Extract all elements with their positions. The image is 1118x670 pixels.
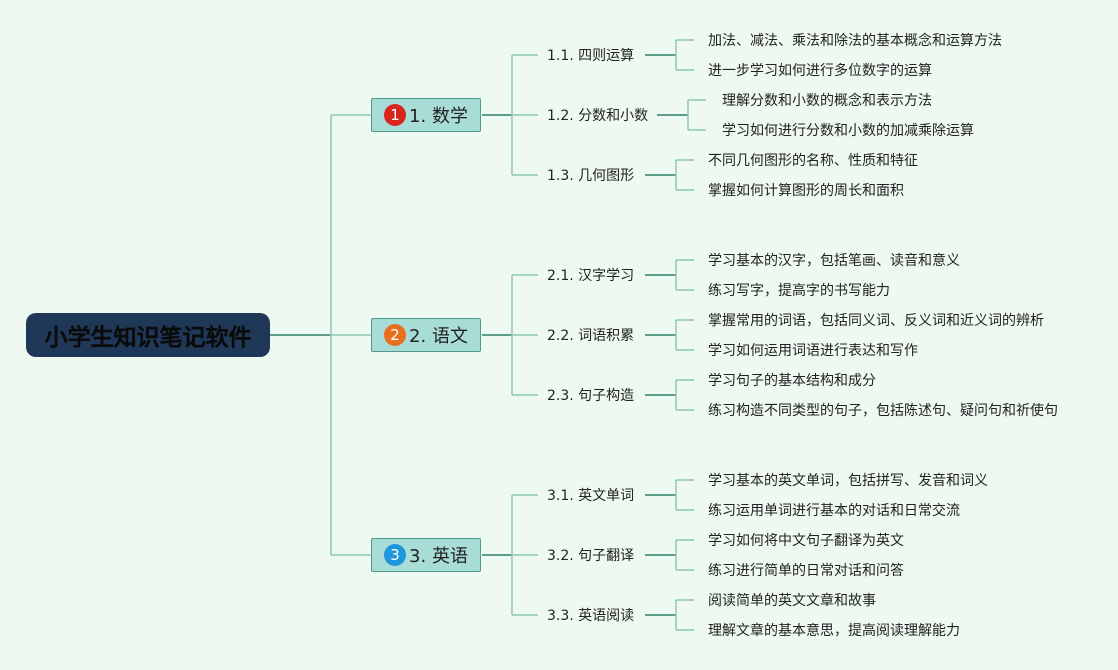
subtopic-node[interactable]: 1.2. 分数和小数 [547,108,649,124]
subtopic-node[interactable]: 3.2. 句子翻译 [547,548,635,564]
leaf-node[interactable]: 学习如何进行分数和小数的加减乘除运算 [722,123,974,139]
root-title: 小学生知识笔记软件 [44,325,252,351]
leaf-node[interactable]: 理解分数和小数的概念和表示方法 [722,93,932,109]
topic-label: 3. 英语 [409,546,468,567]
priority-badge-icon: 1 [384,104,407,126]
subtopic-node[interactable]: 2.2. 词语积累 [547,328,635,344]
leaf-node[interactable]: 掌握常用的词语，包括同义词、反义词和近义词的辨析 [708,313,1044,329]
subtopic-node[interactable]: 3.1. 英文单词 [547,488,635,504]
root-node[interactable]: 小学生知识笔记软件 [26,313,270,357]
leaf-node[interactable]: 学习句子的基本结构和成分 [708,373,876,389]
leaf-node[interactable]: 学习基本的英文单词，包括拼写、发音和词义 [708,473,988,489]
leaf-node[interactable]: 阅读简单的英文文章和故事 [708,593,876,609]
subtopic-node[interactable]: 2.1. 汉字学习 [547,268,635,284]
subtopic-node[interactable]: 3.3. 英语阅读 [547,608,635,624]
priority-badge-icon: 2 [384,324,407,346]
leaf-node[interactable]: 掌握如何计算图形的周长和面积 [708,183,904,199]
leaf-node[interactable]: 练习构造不同类型的句子，包括陈述句、疑问句和祈使句 [708,403,1058,419]
topic-label: 1. 数学 [409,106,468,127]
topic-label: 2. 语文 [409,326,468,347]
leaf-node[interactable]: 学习如何运用词语进行表达和写作 [708,343,918,359]
leaf-node[interactable]: 进一步学习如何进行多位数字的运算 [708,63,932,79]
leaf-node[interactable]: 练习写字，提高字的书写能力 [708,283,890,299]
leaf-node[interactable]: 学习基本的汉字，包括笔画、读音和意义 [708,253,960,269]
leaf-node[interactable]: 理解文章的基本意思，提高阅读理解能力 [708,623,960,639]
subtopic-node[interactable]: 1.3. 几何图形 [547,168,635,184]
leaf-node[interactable]: 练习运用单词进行基本的对话和日常交流 [708,503,960,519]
priority-badge-icon: 3 [384,544,407,566]
subtopic-node[interactable]: 1.1. 四则运算 [547,48,635,64]
leaf-node[interactable]: 不同几何图形的名称、性质和特征 [708,153,918,169]
leaf-node[interactable]: 加法、减法、乘法和除法的基本概念和运算方法 [708,33,1002,49]
leaf-node[interactable]: 练习进行简单的日常对话和问答 [708,563,904,579]
subtopic-node[interactable]: 2.3. 句子构造 [547,388,635,404]
leaf-node[interactable]: 学习如何将中文句子翻译为英文 [708,533,904,549]
